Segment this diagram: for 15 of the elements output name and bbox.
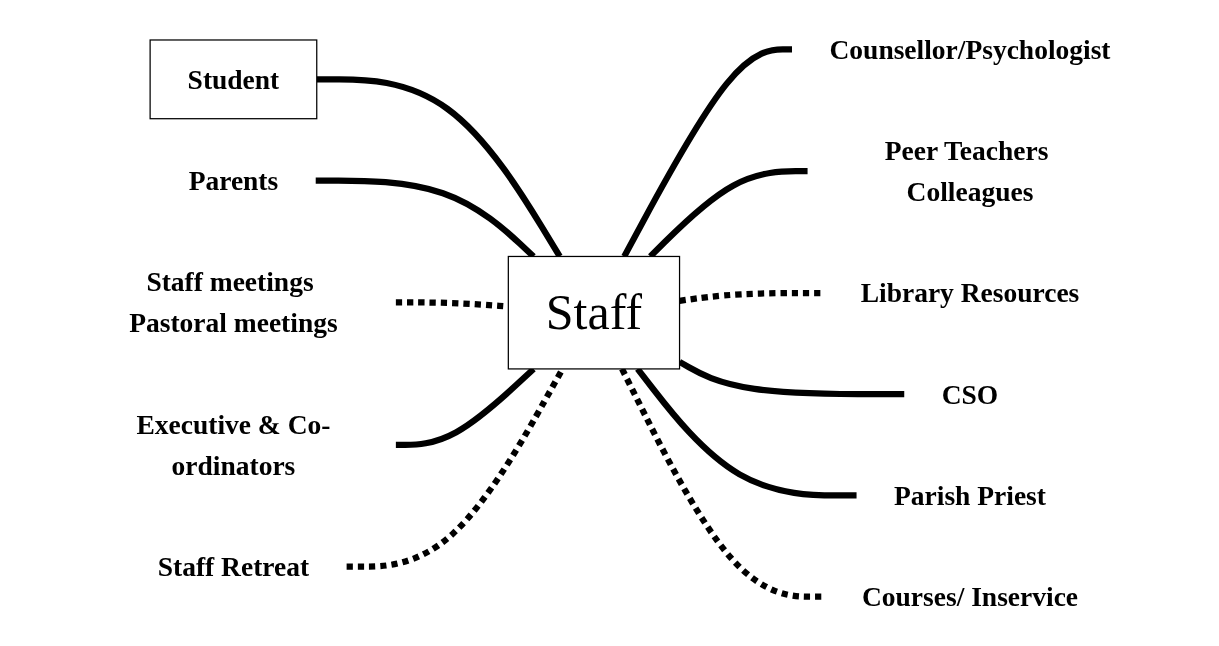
node-text: Parents: [188, 164, 279, 197]
connector: [678, 359, 905, 398]
node-text: Library Resources: [860, 277, 1080, 309]
node-box: Staff: [507, 255, 681, 370]
node-text: Courses/ Inservice: [861, 581, 1079, 613]
node-text: Staff meetings Pastoral meetings: [129, 266, 338, 339]
connector: [346, 367, 566, 570]
node-text: Executive & Co-ordinators: [136, 408, 331, 482]
node-text: Peer Teachers Colleagues: [884, 134, 1049, 208]
node-text: CSO: [941, 378, 999, 410]
node-text: Parish Priest: [894, 479, 1046, 512]
node-text: Counsellor/Psychologist: [829, 33, 1111, 65]
node-box: Student: [149, 39, 318, 120]
node-text: Staff Retreat: [157, 551, 310, 583]
connector: [635, 367, 857, 499]
